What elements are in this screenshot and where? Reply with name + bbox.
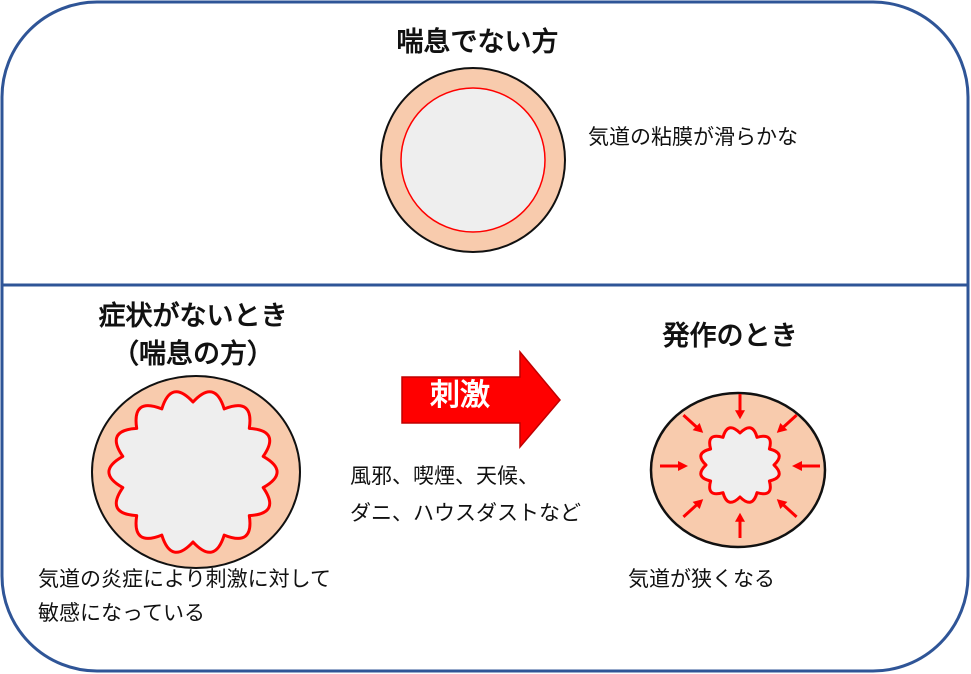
stimulus-label: 刺激 bbox=[430, 378, 490, 413]
attack-title: 発作のとき bbox=[662, 321, 798, 352]
right-arrow-icon bbox=[401, 349, 561, 450]
smooth-mucosa-label: 気道の粘膜が滑らかな bbox=[588, 125, 798, 149]
inward-arrow-shaft bbox=[781, 502, 798, 519]
inward-arrow-head-icon bbox=[735, 410, 745, 420]
triggers-line-2: ダニ、ハウスダストなど bbox=[350, 501, 581, 525]
no-symptom-title: 症状がないとき bbox=[98, 301, 288, 332]
inward-arrow-head-icon bbox=[735, 512, 745, 522]
attack-airway-icon bbox=[649, 391, 827, 549]
constriction-arrows bbox=[660, 394, 820, 538]
inward-arrow-head-icon bbox=[776, 499, 788, 509]
healthy-airway-icon bbox=[380, 67, 566, 253]
healthy-title: 喘息でない方 bbox=[396, 27, 559, 58]
inward-arrow-head-icon bbox=[678, 461, 688, 471]
inflammation-caption-line-1: 気道の炎症により刺激に対して bbox=[38, 567, 331, 591]
inward-arrow-head-icon bbox=[776, 423, 788, 433]
inward-arrow-head-icon bbox=[792, 461, 802, 471]
narrowing-caption: 気道が狭くなる bbox=[628, 567, 775, 591]
inward-arrow-shaft bbox=[781, 413, 798, 430]
inward-arrow-shaft bbox=[682, 413, 699, 430]
inflammation-caption-line-2: 敏感になっている bbox=[38, 601, 205, 625]
inward-arrow-head-icon bbox=[692, 499, 704, 509]
asthma-subtitle: （喘息の方） bbox=[112, 339, 274, 370]
inflamed-airway-icon bbox=[91, 375, 301, 569]
inward-arrow-head-icon bbox=[692, 423, 704, 433]
triggers-line-1: 風邪、喫煙、天候、 bbox=[350, 464, 539, 488]
inward-arrow-shaft bbox=[682, 502, 699, 519]
